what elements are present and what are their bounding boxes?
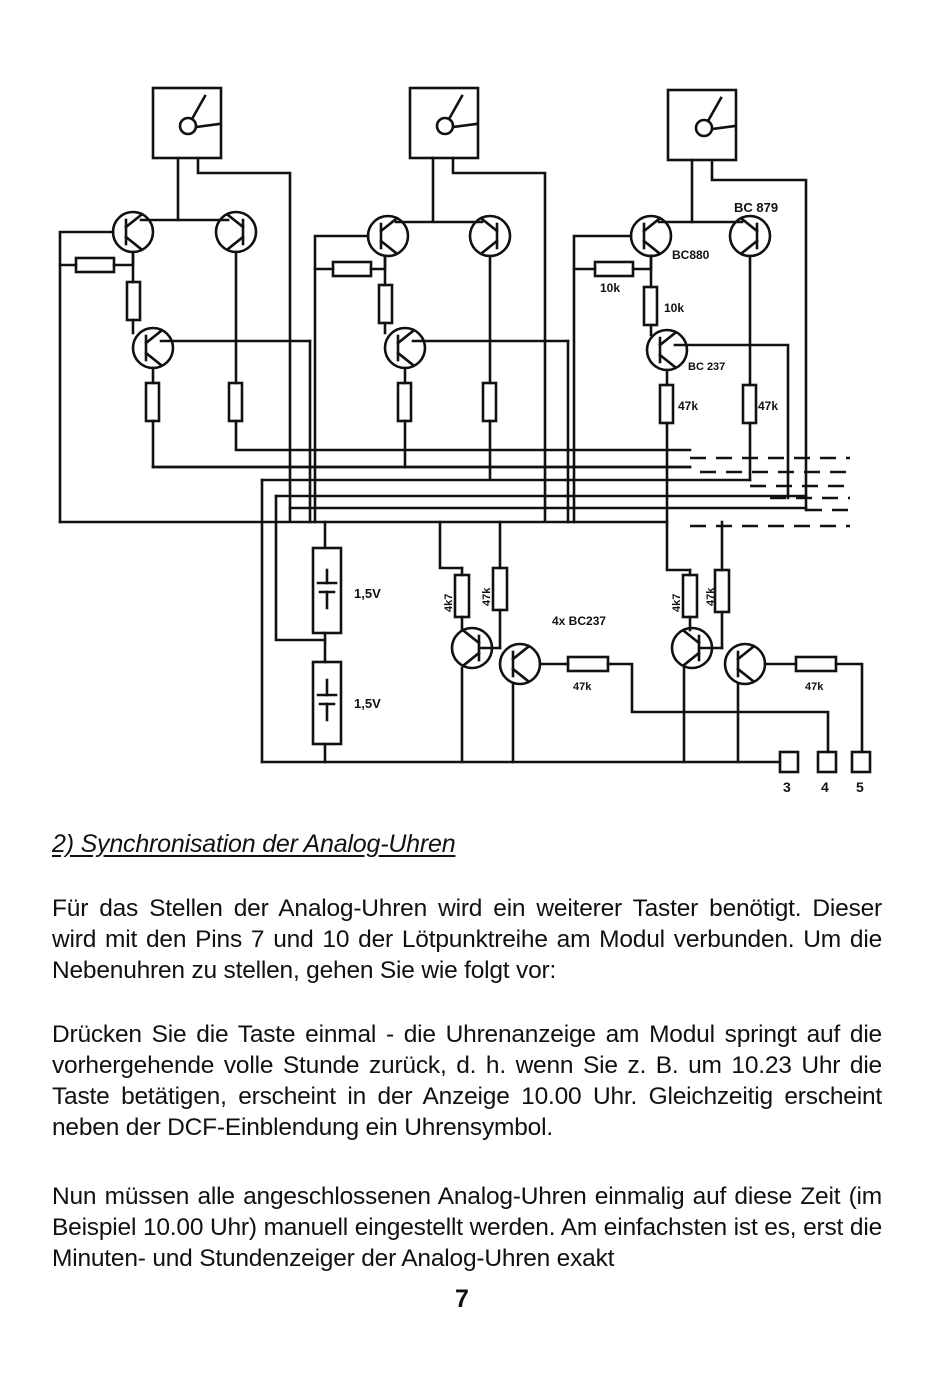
transistor-d1 [450, 626, 494, 670]
transistor-d4 [723, 642, 767, 686]
label-bc880: BC880 [672, 248, 710, 262]
label-pin-4: 4 [821, 779, 829, 795]
terminal-4 [816, 750, 838, 774]
label-pin-3: 3 [783, 779, 791, 795]
transistor-q1 [111, 210, 155, 254]
label-resistor-47k-b: 47k [758, 399, 778, 413]
label-resistor-47k-a: 47k [678, 399, 698, 413]
battery-2 [311, 660, 343, 746]
label-resistor-47k-f: 47k [805, 681, 824, 693]
label-battery-2: 1,5V [354, 696, 381, 711]
label-bc879: BC 879 [734, 200, 778, 215]
circuit-schematic: BC 879 BC880 BC 237 10k 10k 47k 47k 1,5V… [58, 86, 872, 795]
clock-movement-1 [151, 86, 223, 160]
clock-movement-2 [408, 86, 480, 160]
terminal-5 [850, 750, 872, 774]
label-resistor-10k-a: 10k [600, 281, 620, 295]
transistor-q2 [214, 210, 258, 254]
label-resistor-47k-d: 47k [705, 587, 717, 606]
label-pin-5: 5 [856, 779, 864, 795]
label-resistor-4k7-b: 4k7 [671, 594, 683, 612]
terminal-3 [778, 750, 800, 774]
transistor-d2 [498, 642, 542, 686]
paragraph-1: Für das Stellen der Analog-Uhren wird ei… [52, 895, 882, 984]
paragraph-2: Drücken Sie die Taste einmal - die Uhren… [52, 1021, 882, 1141]
page-number: 7 [455, 1285, 469, 1313]
label-resistor-4k7-a: 4k7 [443, 594, 455, 612]
label-resistor-47k-e: 47k [573, 681, 592, 693]
battery-1 [311, 520, 343, 635]
label-bc237: BC 237 [688, 361, 725, 373]
label-battery-1: 1,5V [354, 586, 381, 601]
transistor-q3 [131, 326, 175, 370]
transistor-q6 [383, 326, 427, 370]
transistor-q9 [645, 328, 689, 372]
label-resistor-10k-b: 10k [664, 301, 684, 315]
section-heading: 2) Synchronisation der Analog-Uhren [52, 830, 456, 858]
paragraph-3: Nun müssen alle angeschlossenen Analog-U… [52, 1183, 882, 1272]
label-transistors: 4x BC237 [552, 614, 606, 628]
clock-movement-3 [666, 88, 738, 162]
label-resistor-47k-c: 47k [481, 587, 493, 606]
